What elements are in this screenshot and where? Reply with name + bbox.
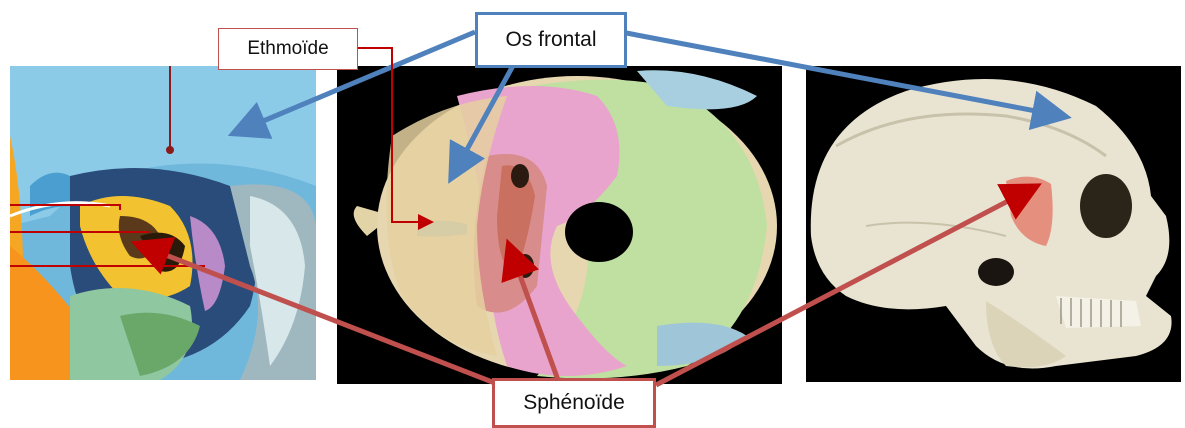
skull-lateral-illustration [806, 66, 1181, 382]
orbit-illustration [10, 66, 316, 380]
ethmoide-label-text: Ethmoïde [247, 38, 328, 60]
orbit-illustration-panel [10, 66, 316, 380]
skull-base-illustration [337, 66, 782, 384]
frontal-label: Os frontal [475, 12, 627, 68]
frontal-label-text: Os frontal [505, 28, 596, 52]
skull-lateral-panel [806, 66, 1181, 382]
ethmoide-label: Ethmoïde [218, 28, 358, 70]
sphenoide-label-text: Sphénoïde [523, 391, 625, 415]
skull-base-panel [337, 66, 782, 384]
sphenoide-label: Sphénoïde [492, 378, 656, 428]
